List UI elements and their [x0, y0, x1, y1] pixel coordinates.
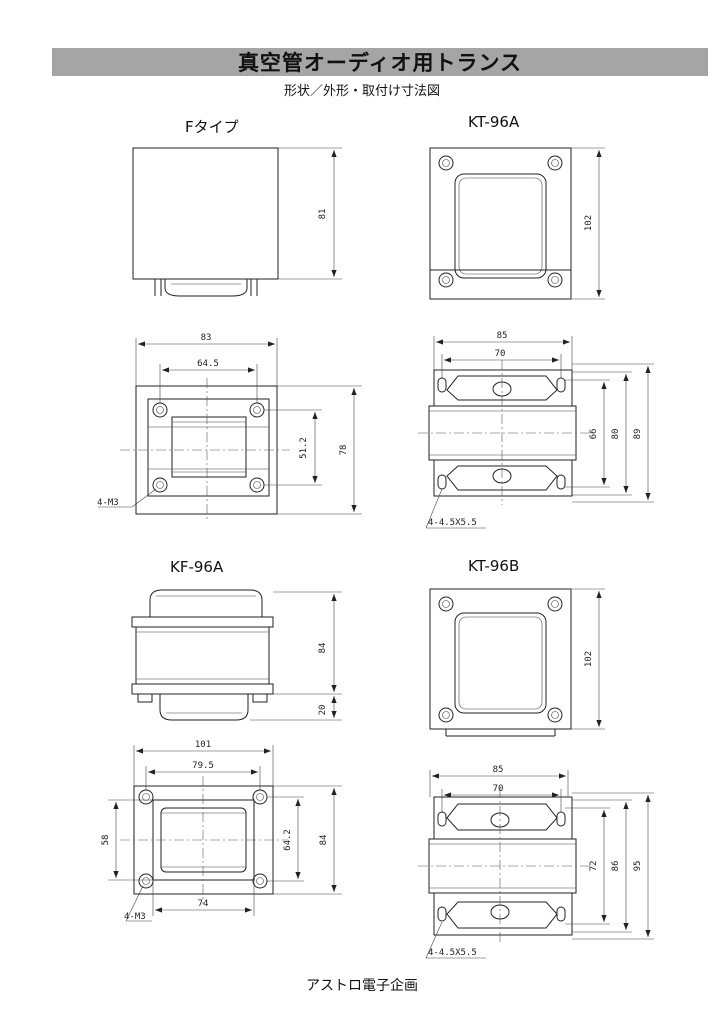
page-subtitle: 形状／外形・取付け寸法図: [283, 84, 440, 99]
dim-kt96b-d2: 86: [611, 861, 621, 872]
dim-kf96a-pitch-x: 79.5: [192, 761, 214, 771]
dim-kt96a-height: 102: [584, 215, 594, 231]
dim-f-width: 83: [201, 333, 212, 343]
kt96a-side-view: 102: [429, 147, 605, 300]
dim-kt96a-d2: 80: [611, 429, 621, 440]
footer-company: アストロ電子企画: [306, 978, 418, 994]
dim-f-depth: 78: [339, 445, 349, 456]
dim-kf96a-left: 58: [101, 835, 111, 846]
kt96b-side-view: 102: [429, 588, 605, 737]
dim-kf96a-bottom: 74: [198, 899, 209, 909]
label-f-holes: 4-M3: [97, 498, 119, 508]
label-kf96a-holes: 4-M3: [124, 912, 146, 922]
title-bar: 真空管オーディオ用トランス: [52, 48, 708, 76]
kf96a-side-view: 84 20: [131, 589, 342, 721]
f-type-side-view: 81: [132, 147, 342, 297]
dim-kt96a-d1: 66: [589, 429, 599, 440]
dim-kt96b-height: 102: [584, 651, 594, 667]
kt96b-top-view: 85 70 72 86 95 4-4.5X5.5: [418, 765, 654, 959]
dim-kf96a-pitch-y: 64.2: [283, 829, 293, 851]
dim-kt96b-d1: 72: [589, 861, 599, 872]
dim-kt96b-d3: 95: [633, 861, 643, 872]
dim-f-pitch-y: 51.2: [299, 437, 309, 459]
panel-label-kt96b: KT-96B: [468, 557, 520, 575]
panel-label-f: Fタイプ: [185, 118, 239, 136]
dim-kf96a-height2: 20: [318, 705, 328, 716]
dim-kt96a-d3: 89: [633, 429, 643, 440]
dim-kf96a-height: 84: [318, 643, 328, 654]
dim-kt96b-pitch-x: 70: [493, 784, 504, 794]
label-kt96a-holes: 4-4.5X5.5: [428, 518, 477, 528]
dim-kt96b-width: 85: [493, 765, 504, 775]
dim-kt96a-width: 85: [497, 331, 508, 341]
dim-f-height: 81: [318, 209, 328, 220]
dim-f-pitch-x: 64.5: [197, 359, 219, 369]
dim-kf96a-depth: 84: [319, 835, 329, 846]
page-title: 真空管オーディオ用トランス: [237, 51, 523, 75]
label-kt96b-holes: 4-4.5X5.5: [428, 948, 477, 958]
kf96a-top-view: 101 79.5 58 64.2 84 74 4-M3: [101, 740, 342, 922]
panel-label-kt96a: KT-96A: [468, 113, 520, 131]
dim-kt96a-pitch-x: 70: [495, 349, 506, 359]
f-type-top-view: 83 64.5 51.2 78 4-M3: [97, 333, 362, 522]
panel-label-kf96a: KF-96A: [170, 558, 224, 576]
kt96a-top-view: 85 70 66 80 89 4-4.5X5.5: [418, 331, 654, 529]
dim-kf96a-width: 101: [195, 740, 211, 750]
